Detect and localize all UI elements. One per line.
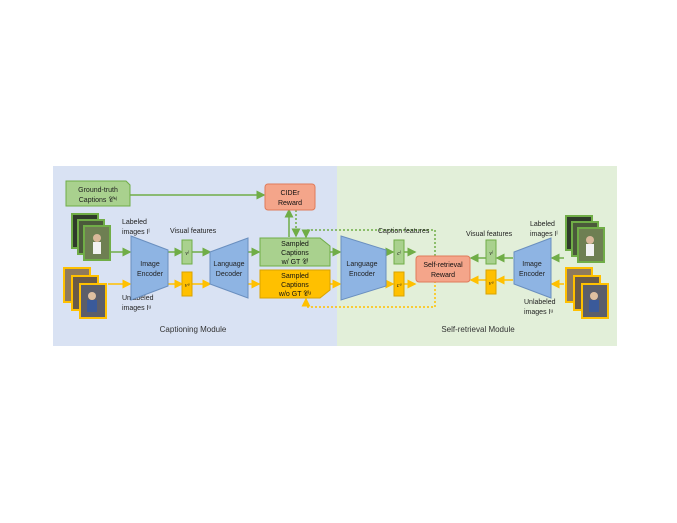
gt-captions-box <box>65 180 131 207</box>
language-decoder-line1: Language <box>213 261 244 268</box>
cider-reward-box <box>264 183 316 211</box>
right-vl-vector <box>485 239 497 265</box>
self-retrieval-reward-box <box>415 255 471 283</box>
right-vu-vector <box>485 269 497 295</box>
sampled-gt-line1: Sampled <box>281 241 309 248</box>
right-vu-symbol: vᵘ <box>489 281 494 287</box>
right-labeled-label-1: Labeled <box>530 221 555 228</box>
right-labeled-label-2: images Iˡ <box>530 231 558 238</box>
left-visual-features-label: Visual features <box>170 228 217 235</box>
self-retrieval-reward-line1: Self-retrieval <box>423 262 463 269</box>
sampled-nogt-line2: Captions <box>281 282 309 289</box>
cl-vector <box>393 239 405 265</box>
right-image-encoder-line2: Encoder <box>519 271 546 278</box>
captioning-module-title: Captioning Module <box>160 325 227 334</box>
language-encoder-line2: Encoder <box>349 271 376 278</box>
left-unlabeled-label-1: Unlabeled <box>122 295 154 302</box>
gt-captions-line1: Ground-truth <box>78 187 118 194</box>
left-image-encoder-line2: Encoder <box>137 271 164 278</box>
sampled-captions-nogt-box <box>259 269 331 299</box>
left-labeled-label-1: Labeled <box>122 219 147 226</box>
unlabeled-images-stack-left <box>63 267 107 319</box>
language-decoder-line2: Decoder <box>216 271 243 278</box>
cider-reward-line2: Reward <box>278 200 302 207</box>
sampled-nogt-line1: Sampled <box>281 273 309 280</box>
sampled-nogt-line3: w/o GT 𝒞ᵘ <box>278 291 311 298</box>
sampled-gt-line3: w/ GT 𝒞ˡ <box>281 259 309 266</box>
left-labeled-label-2: images Iˡ <box>122 229 150 236</box>
left-vu-symbol: vᵘ <box>185 283 190 289</box>
left-vu-vector <box>181 271 193 297</box>
labeled-images-stack-right <box>565 215 605 263</box>
sampled-captions-gt-box <box>259 237 331 267</box>
right-image-encoder <box>513 237 552 299</box>
left-vl-symbol: vˡ <box>185 251 190 257</box>
retrieval-module-title: Self-retrieval Module <box>441 325 515 334</box>
self-retrieval-reward-line2: Reward <box>431 272 455 279</box>
cider-reward-line1: CIDEr <box>280 190 300 197</box>
language-encoder-line1: Language <box>346 261 377 268</box>
right-image-encoder-line1: Image <box>522 261 542 268</box>
right-vl-symbol: vˡ <box>489 251 494 257</box>
sampled-gt-line2: Captions <box>281 250 309 257</box>
cu-symbol: cᵘ <box>397 283 402 289</box>
left-image-encoder-line1: Image <box>140 261 160 268</box>
cu-vector <box>393 271 405 297</box>
right-visual-features-label: Visual features <box>466 231 513 238</box>
cl-symbol: cˡ <box>397 251 402 257</box>
left-image-encoder <box>130 235 169 301</box>
language-encoder <box>340 235 387 301</box>
left-vl-vector <box>181 239 193 265</box>
gt-captions-line2: Captions 𝒞*ˡ <box>79 197 118 204</box>
left-unlabeled-label-2: images Iᵘ <box>122 305 151 312</box>
caption-features-label: Caption features <box>378 228 430 235</box>
right-unlabeled-label-1: Unlabeled <box>524 299 556 306</box>
language-decoder <box>209 237 249 299</box>
unlabeled-images-stack-right <box>565 267 609 319</box>
right-unlabeled-label-2: images Iᵘ <box>524 309 553 316</box>
labeled-images-stack-left <box>71 213 111 261</box>
